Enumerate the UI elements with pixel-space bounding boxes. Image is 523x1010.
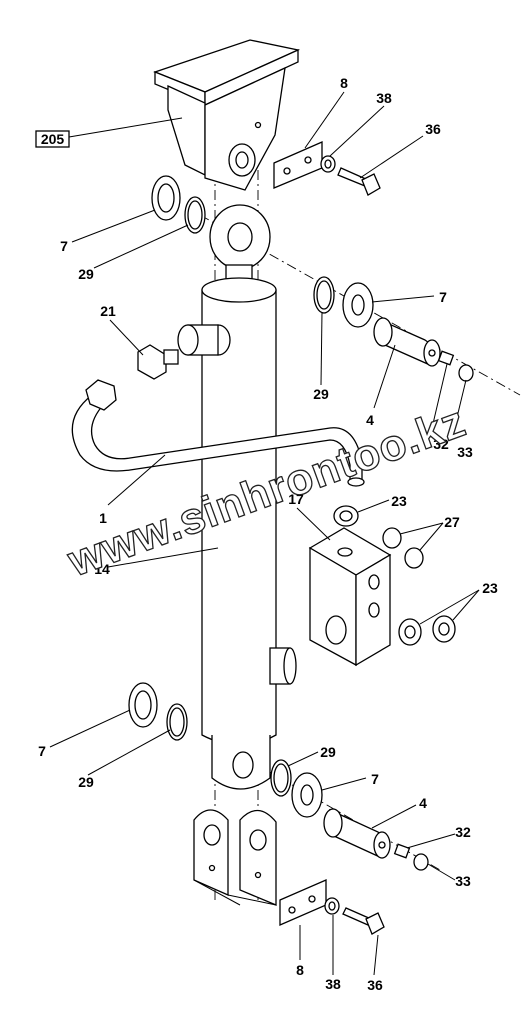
fitting-23-right-b [432,615,456,643]
callout-8-top: 8 [340,75,348,91]
callout-33-upper: 33 [457,444,473,460]
callout-29-lower-left: 29 [78,774,94,790]
seal-upper-right [342,282,374,328]
bolt-top [337,167,381,196]
fitting-23-top [333,505,359,527]
pin-lower [323,808,391,859]
callout-38-bottom: 38 [325,976,341,992]
callout-14: 14 [94,561,110,577]
fitting-23-right-a [398,618,422,646]
oring-lower-right [270,759,292,797]
ref-box-label: 205 [41,131,65,147]
plug-27a [382,527,402,549]
callout-8-bottom: 8 [296,962,304,978]
callout-32-upper: 32 [433,436,449,452]
oring-lower-left [166,703,188,741]
callout-29-upper-left: 29 [78,266,94,282]
pin-upper [373,317,441,367]
valve-block [308,527,392,667]
pipe-1 [71,379,365,487]
callout-labels: 8 38 36 7 29 7 29 4 32 33 21 1 14 17 23 … [38,75,498,993]
seal-lower-right [291,772,323,818]
callout-21: 21 [100,303,116,319]
seal-upper-left [151,175,181,221]
callout-36-top: 36 [425,121,441,137]
hydraulic-cylinder [177,204,297,790]
cap-lower [413,853,429,871]
callout-38-top: 38 [376,90,392,106]
callout-7-lower-right: 7 [371,771,379,787]
callout-7-lower-left: 7 [38,743,46,759]
top-bracket [153,39,301,191]
callout-36-bottom: 36 [367,977,383,993]
callout-29-upper-right: 29 [313,386,329,402]
callout-1: 1 [99,510,107,526]
oring-upper-right [313,276,335,314]
callout-7-upper-right: 7 [439,289,447,305]
grease-nipple-upper [437,350,455,366]
fitting-21 [137,344,179,380]
callout-4-lower: 4 [419,795,427,811]
plate-top [273,141,323,189]
leader-lines [49,91,480,976]
seal-lower-left [128,682,158,728]
washer-bottom [324,897,340,915]
callout-29-lower-right: 29 [320,744,336,760]
callout-32-lower: 32 [455,824,471,840]
callout-17: 17 [288,491,304,507]
callout-27: 27 [444,514,460,530]
bottom-bracket [193,809,277,906]
bolt-bottom [342,907,385,935]
washer-top [320,155,336,173]
plug-27b [404,547,424,569]
grease-nipple-lower [393,843,411,859]
callout-23-top: 23 [391,493,407,509]
callout-23-right: 23 [482,580,498,596]
callout-4-upper: 4 [366,412,374,428]
callout-33-lower: 33 [455,873,471,889]
reference-box-205: 205 [35,117,183,148]
cap-upper [458,364,474,382]
callout-7-upper-left: 7 [60,238,68,254]
plate-bottom [279,879,327,926]
oring-upper-left [184,196,206,234]
